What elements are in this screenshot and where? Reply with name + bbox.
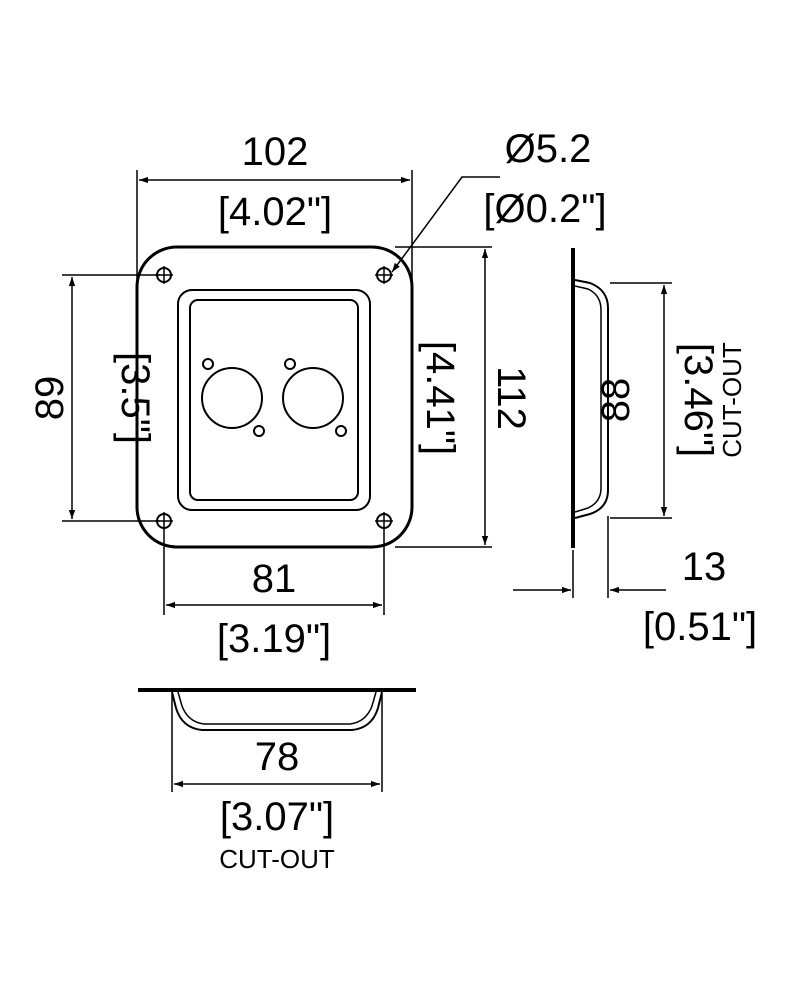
connector-screw-hole (253, 425, 265, 437)
side-view (571, 248, 609, 548)
bottom-view (138, 688, 416, 731)
dim-78-mm: 78 (255, 735, 300, 779)
cutout-label-horizontal: CUT-OUT (219, 844, 335, 874)
dim-cutout-width: 78 [3.07"] CUT-OUT (171, 694, 383, 874)
dim-5-2-in: [Ø0.2"] (483, 187, 606, 231)
dim-5-2-mm: Ø5.2 (505, 127, 592, 171)
dim-88-mm: 88 (594, 378, 638, 423)
connector-screw-hole (335, 425, 347, 437)
cutout-label-vertical: CUT-OUT (717, 342, 747, 458)
dim-cutout-height: 88 [3.46"] CUT-OUT (594, 282, 747, 519)
dim-89-mm: 89 (28, 376, 72, 421)
dim-78-in: [3.07"] (220, 795, 334, 839)
dim-81-mm: 81 (252, 557, 297, 601)
dim-hole-diameter: Ø5.2 [Ø0.2"] (391, 127, 607, 273)
dim-13-in: [0.51"] (643, 605, 757, 649)
dim-vertical-hole-spacing: 89 [3.5"] (28, 274, 160, 522)
dim-81-in: [3.19"] (217, 617, 331, 661)
dim-88-in: [3.46"] (676, 343, 720, 457)
dim-depth: 13 [0.51"] (513, 516, 757, 649)
dim-102-mm: 102 (242, 130, 309, 174)
dim-overall-height: [4.41"] 112 (395, 246, 533, 548)
dim-112-mm: 112 (489, 366, 533, 430)
bottom-dish-inner (177, 691, 377, 725)
recess-outer (177, 289, 371, 511)
connector-screw-hole (284, 358, 296, 370)
connector-screw-hole (202, 358, 214, 370)
dim-13-mm: 13 (682, 545, 727, 589)
dim-89-in: [3.5"] (113, 352, 157, 444)
side-dish-inner (574, 285, 602, 513)
connector-hole-right (282, 367, 344, 429)
dim-horizontal-hole-spacing: 81 [3.19"] (163, 530, 385, 661)
dim-102-in: [4.02"] (218, 190, 332, 234)
side-dish-outer (574, 279, 609, 519)
mounting-hole (375, 266, 393, 284)
outer-plate (135, 245, 414, 549)
dim-112-in: [4.41"] (418, 341, 462, 455)
front-view (135, 245, 414, 549)
dim-overall-width: 102 [4.02"] (136, 130, 413, 290)
mounting-hole (375, 512, 393, 530)
bottom-dish-outer (171, 691, 383, 731)
recess-inner (189, 299, 359, 501)
connector-hole-left (201, 367, 263, 429)
